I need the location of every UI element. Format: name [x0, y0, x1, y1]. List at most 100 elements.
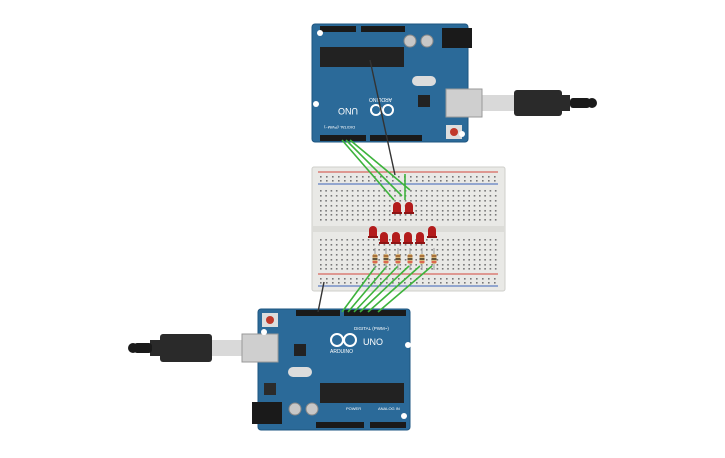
- breadboard-hole[interactable]: [357, 205, 359, 207]
- breadboard-hole[interactable]: [357, 249, 359, 251]
- breadboard-hole[interactable]: [373, 195, 375, 197]
- breadboard-hole[interactable]: [440, 176, 442, 178]
- breadboard-hole[interactable]: [452, 254, 455, 256]
- breadboard-hole[interactable]: [431, 249, 433, 251]
- breadboard-hole[interactable]: [436, 210, 439, 212]
- led-red[interactable]: [427, 226, 437, 238]
- breadboard-hole[interactable]: [479, 249, 481, 251]
- breadboard-hole[interactable]: [494, 180, 496, 182]
- breadboard-hole[interactable]: [383, 195, 386, 197]
- breadboard-hole[interactable]: [420, 210, 423, 212]
- breadboard-hole[interactable]: [404, 254, 407, 256]
- breadboard-hole[interactable]: [383, 249, 386, 251]
- breadboard-hole[interactable]: [394, 259, 396, 261]
- breadboard-hole[interactable]: [452, 190, 455, 192]
- breadboard-hole[interactable]: [357, 195, 359, 197]
- breadboard-hole[interactable]: [388, 214, 391, 216]
- breadboard-hole[interactable]: [463, 219, 465, 221]
- breadboard-hole[interactable]: [446, 180, 448, 182]
- breadboard-hole[interactable]: [489, 219, 492, 221]
- breadboard-hole[interactable]: [320, 282, 322, 284]
- resistor[interactable]: [431, 248, 437, 270]
- breadboard-hole[interactable]: [388, 264, 391, 266]
- wire-black-bottom[interactable]: [317, 281, 325, 313]
- breadboard-hole[interactable]: [367, 190, 370, 192]
- breadboard-hole[interactable]: [426, 210, 428, 212]
- breadboard-hole[interactable]: [447, 205, 449, 207]
- breadboard-hole[interactable]: [479, 254, 481, 256]
- breadboard-hole[interactable]: [415, 264, 417, 266]
- breadboard-hole[interactable]: [452, 278, 454, 280]
- breadboard-hole[interactable]: [436, 249, 439, 251]
- breadboard-hole[interactable]: [484, 200, 486, 202]
- breadboard-hole[interactable]: [436, 205, 439, 207]
- breadboard-hole[interactable]: [404, 219, 407, 221]
- breadboard-hole[interactable]: [473, 244, 476, 246]
- breadboard-hole[interactable]: [416, 176, 418, 178]
- breadboard-hole[interactable]: [378, 210, 380, 212]
- breadboard-hole[interactable]: [320, 268, 322, 270]
- breadboard-hole[interactable]: [428, 180, 430, 182]
- breadboard-hole[interactable]: [479, 219, 481, 221]
- breadboard-hole[interactable]: [484, 210, 486, 212]
- breadboard-hole[interactable]: [415, 244, 417, 246]
- breadboard-hole[interactable]: [410, 249, 412, 251]
- breadboard-hole[interactable]: [325, 244, 327, 246]
- breadboard-hole[interactable]: [338, 278, 340, 280]
- breadboard-hole[interactable]: [367, 239, 370, 241]
- breadboard-hole[interactable]: [440, 278, 442, 280]
- breadboard-hole[interactable]: [473, 195, 476, 197]
- breadboard-hole[interactable]: [399, 195, 402, 197]
- breadboard-hole[interactable]: [420, 205, 423, 207]
- breadboard-hole[interactable]: [482, 282, 484, 284]
- breadboard-hole[interactable]: [330, 264, 333, 266]
- wires[interactable]: [317, 59, 433, 313]
- breadboard-hole[interactable]: [367, 259, 370, 261]
- breadboard-hole[interactable]: [388, 219, 391, 221]
- breadboard-hole[interactable]: [484, 239, 486, 241]
- breadboard-hole[interactable]: [452, 214, 455, 216]
- breadboard-hole[interactable]: [479, 214, 481, 216]
- breadboard-hole[interactable]: [378, 264, 380, 266]
- breadboard-hole[interactable]: [458, 282, 460, 284]
- breadboard-hole[interactable]: [398, 176, 400, 178]
- breadboard-hole[interactable]: [350, 176, 352, 178]
- breadboard-hole[interactable]: [494, 254, 497, 256]
- breadboard-hole[interactable]: [367, 219, 370, 221]
- breadboard-hole[interactable]: [394, 254, 396, 256]
- breadboard-hole[interactable]: [484, 219, 486, 221]
- breadboard-hole[interactable]: [473, 200, 476, 202]
- breadboard-hole[interactable]: [436, 264, 439, 266]
- breadboard-hole[interactable]: [452, 249, 455, 251]
- breadboard-hole[interactable]: [399, 254, 402, 256]
- breadboard-hole[interactable]: [446, 176, 448, 178]
- breadboard-hole[interactable]: [367, 244, 370, 246]
- breadboard-hole[interactable]: [420, 219, 423, 221]
- breadboard-hole[interactable]: [476, 282, 478, 284]
- breadboard-hole[interactable]: [399, 219, 402, 221]
- breadboard-hole[interactable]: [356, 282, 358, 284]
- wire-green[interactable]: [377, 265, 433, 313]
- breadboard-hole[interactable]: [479, 205, 481, 207]
- breadboard-hole[interactable]: [410, 219, 412, 221]
- breadboard-hole[interactable]: [420, 195, 423, 197]
- breadboard-hole[interactable]: [388, 244, 391, 246]
- breadboard-hole[interactable]: [325, 214, 327, 216]
- breadboard-hole[interactable]: [362, 254, 364, 256]
- breadboard-hole[interactable]: [350, 180, 352, 182]
- breadboard-hole[interactable]: [344, 180, 346, 182]
- resistor[interactable]: [419, 248, 425, 270]
- breadboard-hole[interactable]: [373, 244, 375, 246]
- breadboard-hole[interactable]: [415, 259, 417, 261]
- breadboard-hole[interactable]: [494, 214, 497, 216]
- breadboard-hole[interactable]: [452, 282, 454, 284]
- breadboard-hole[interactable]: [452, 244, 455, 246]
- breadboard-hole[interactable]: [362, 200, 364, 202]
- breadboard-hole[interactable]: [399, 264, 402, 266]
- breadboard-hole[interactable]: [447, 244, 449, 246]
- breadboard-hole[interactable]: [489, 200, 492, 202]
- breadboard-hole[interactable]: [383, 214, 386, 216]
- breadboard-hole[interactable]: [320, 180, 322, 182]
- led-red[interactable]: [368, 226, 378, 238]
- breadboard-hole[interactable]: [378, 259, 380, 261]
